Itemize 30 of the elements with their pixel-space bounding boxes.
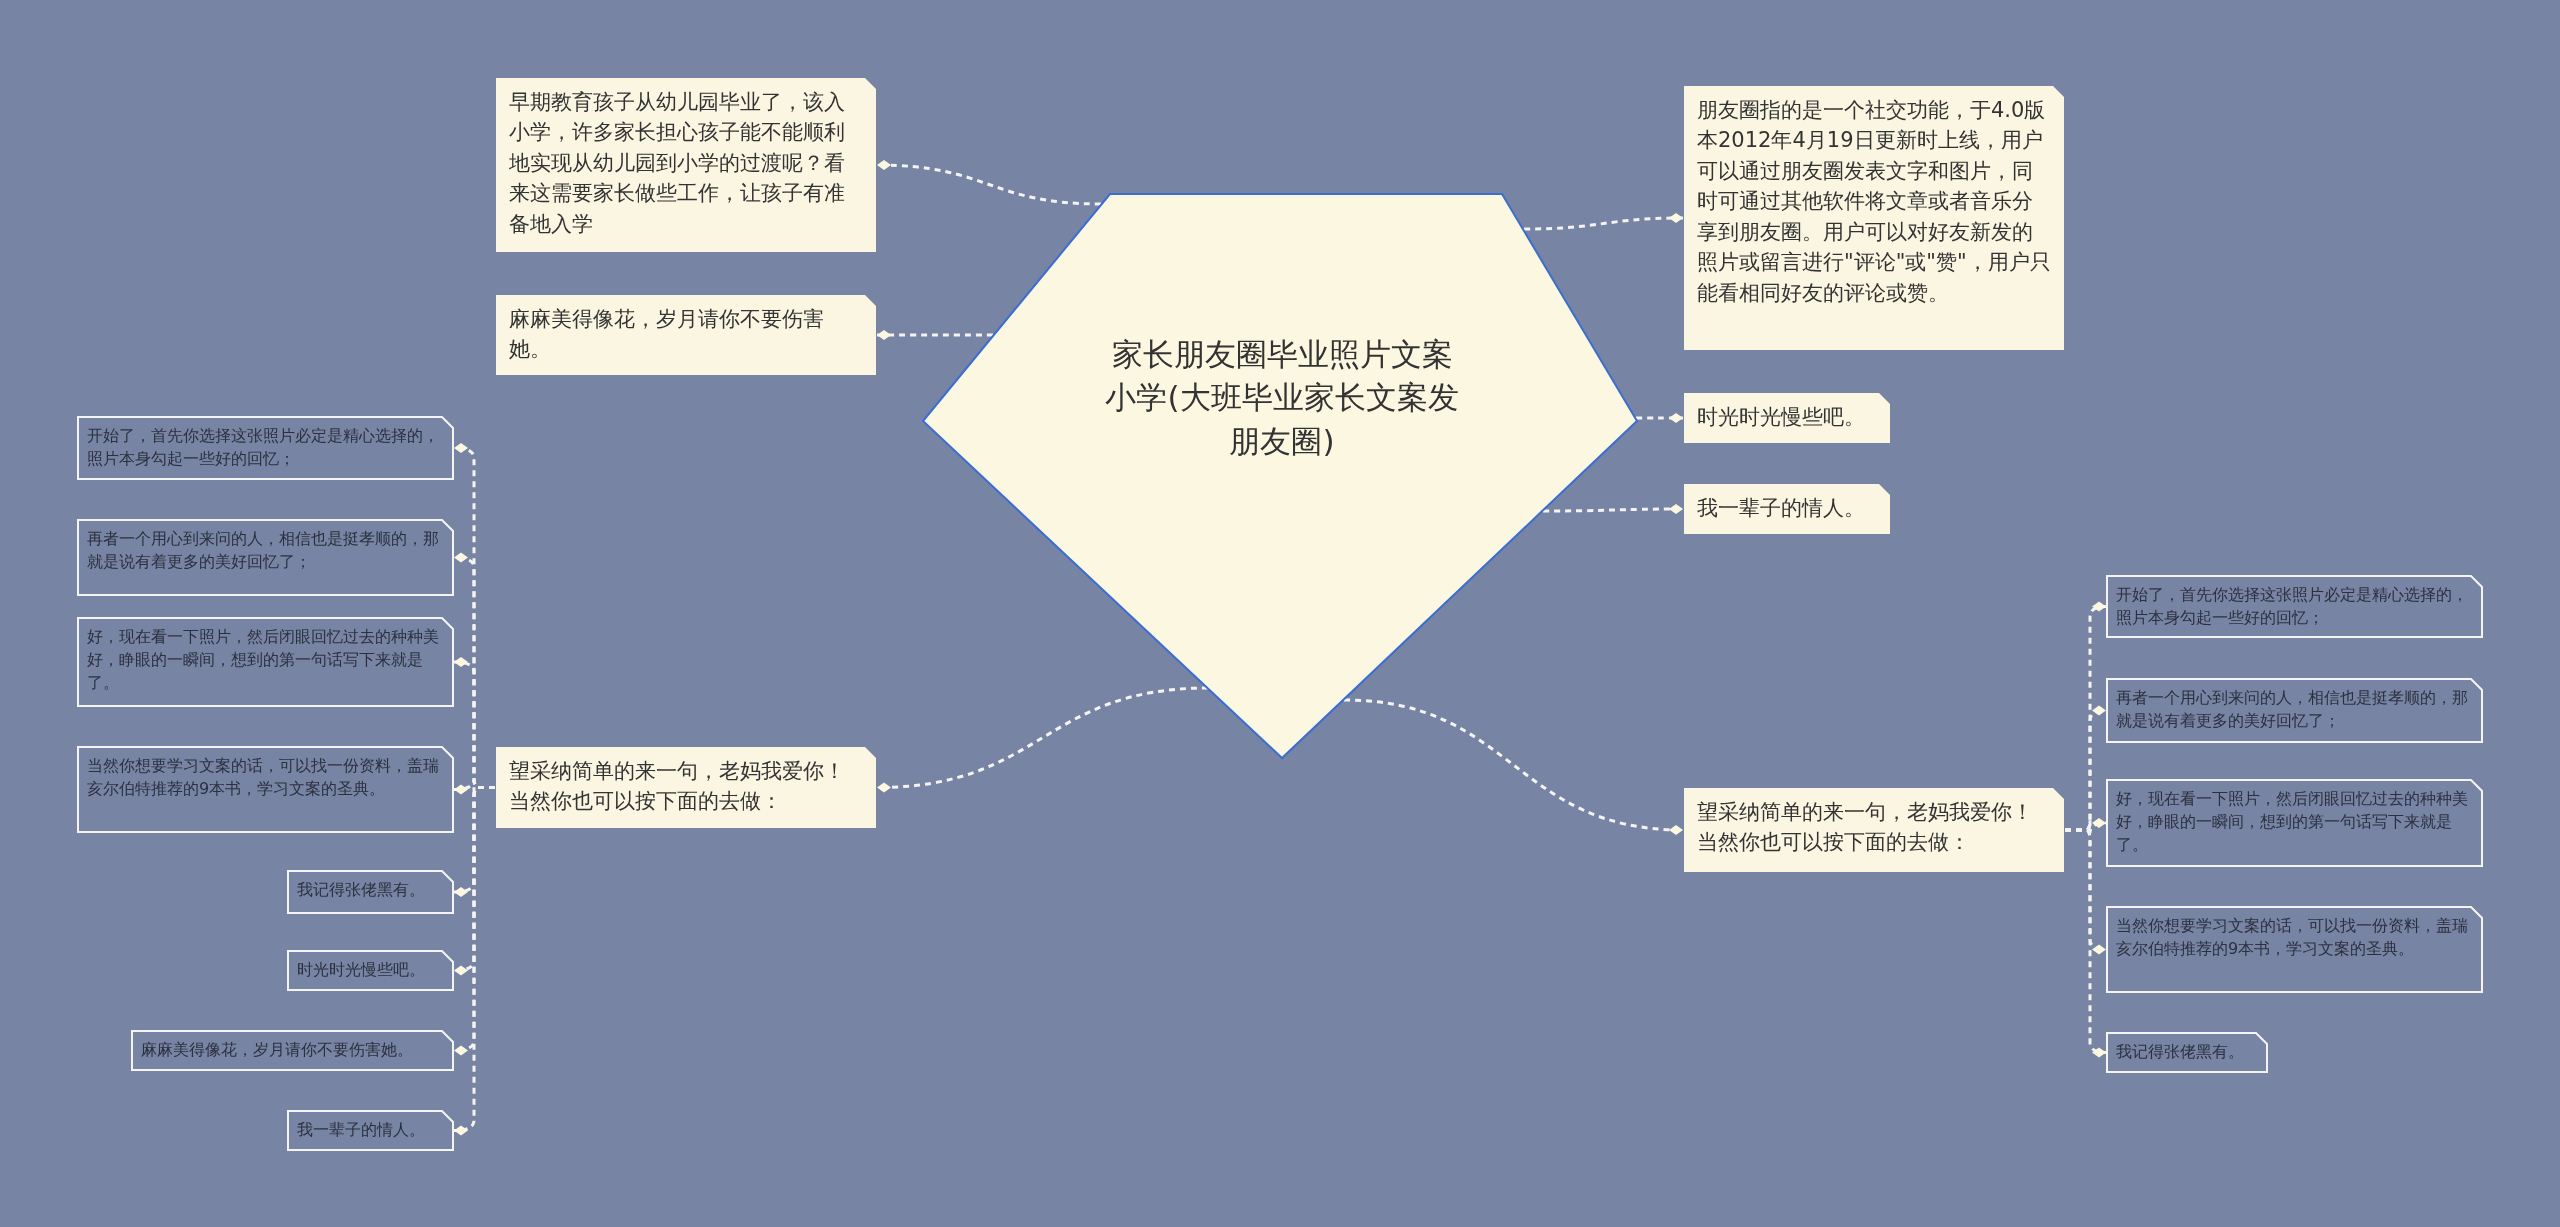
subtopic-box: 开始了，首先你选择这张照片必定是精心选择的，照片本身勾起一些好的回忆； [77,416,454,480]
connector [453,786,495,1136]
connector [1343,698,1684,835]
topic-box: 麻麻美得像花，岁月请你不要伤害她。 [495,294,877,376]
topic-box: 望采纳简单的来一句，老妈我爱你！当然你也可以按下面的去做： [1683,787,2065,873]
subtopic-box: 我一辈子的情人。 [287,1110,454,1151]
subtopic-box: 我记得张佬黑有。 [2106,1032,2268,1073]
topic-box: 朋友圈指的是一个社交功能，于4.0版本2012年4月19日更新时上线，用户可以通过朋友圈发表文字和图片，同时可通过其他软件将文章或者音乐分享到朋友圈。用户可以对好友新发的照片或留言进行"评论"或"赞"，用户只能看相同好友的评论或赞。 [1683,85,2065,351]
connector [1524,213,1683,231]
topic-box: 早期教育孩子从幼儿园毕业了，该入小学，许多家长担心孩子能不能顺利地实现从幼儿园到小学的过渡呢？看来这需要家长做些工作，让孩子有准备地入学 [495,77,877,253]
topic-box: 时光时光慢些吧。 [1683,392,1891,444]
subtopic-box: 再者一个用心到来问的人，相信也是挺孝顺的，那就是说有着更多的美好回忆了； [2106,678,2483,743]
subtopic-box: 当然你想要学习文案的话，可以找一份资料，盖瑞亥尔伯特推荐的9本书，学习文案的圣典。 [2106,906,2483,993]
connector [2065,828,2107,1058]
connector [1543,504,1683,514]
subtopic-box: 时光时光慢些吧。 [287,950,454,991]
subtopic-box: 再者一个用心到来问的人，相信也是挺孝顺的，那就是说有着更多的美好回忆了； [77,519,454,596]
connector [1636,413,1683,423]
connector [876,686,1209,793]
topic-box: 望采纳简单的来一句，老妈我爱你！当然你也可以按下面的去做： [495,746,877,829]
subtopic-box: 麻麻美得像花，岁月请你不要伤害她。 [131,1030,454,1071]
subtopic-box: 我记得张佬黑有。 [287,870,454,914]
connector [876,160,1102,206]
central-topic-pentagon: 家长朋友圈毕业照片文案小学(大班毕业家长文案发朋友圈) [922,193,1638,759]
subtopic-box: 当然你想要学习文案的话，可以找一份资料，盖瑞亥尔伯特推荐的9本书，学习文案的圣典。 [77,746,454,833]
subtopic-box: 开始了，首先你选择这张照片必定是精心选择的，照片本身勾起一些好的回忆； [2106,575,2483,638]
topic-box: 我一辈子的情人。 [1683,483,1891,535]
subtopic-box: 好，现在看一下照片，然后闭眼回忆过去的种种美好，睁眼的一瞬间，想到的第一句话写下来就是了。 [2106,779,2483,867]
subtopic-box: 好，现在看一下照片，然后闭眼回忆过去的种种美好，睁眼的一瞬间，想到的第一句话写下来就是了。 [77,617,454,707]
connector [877,330,993,340]
